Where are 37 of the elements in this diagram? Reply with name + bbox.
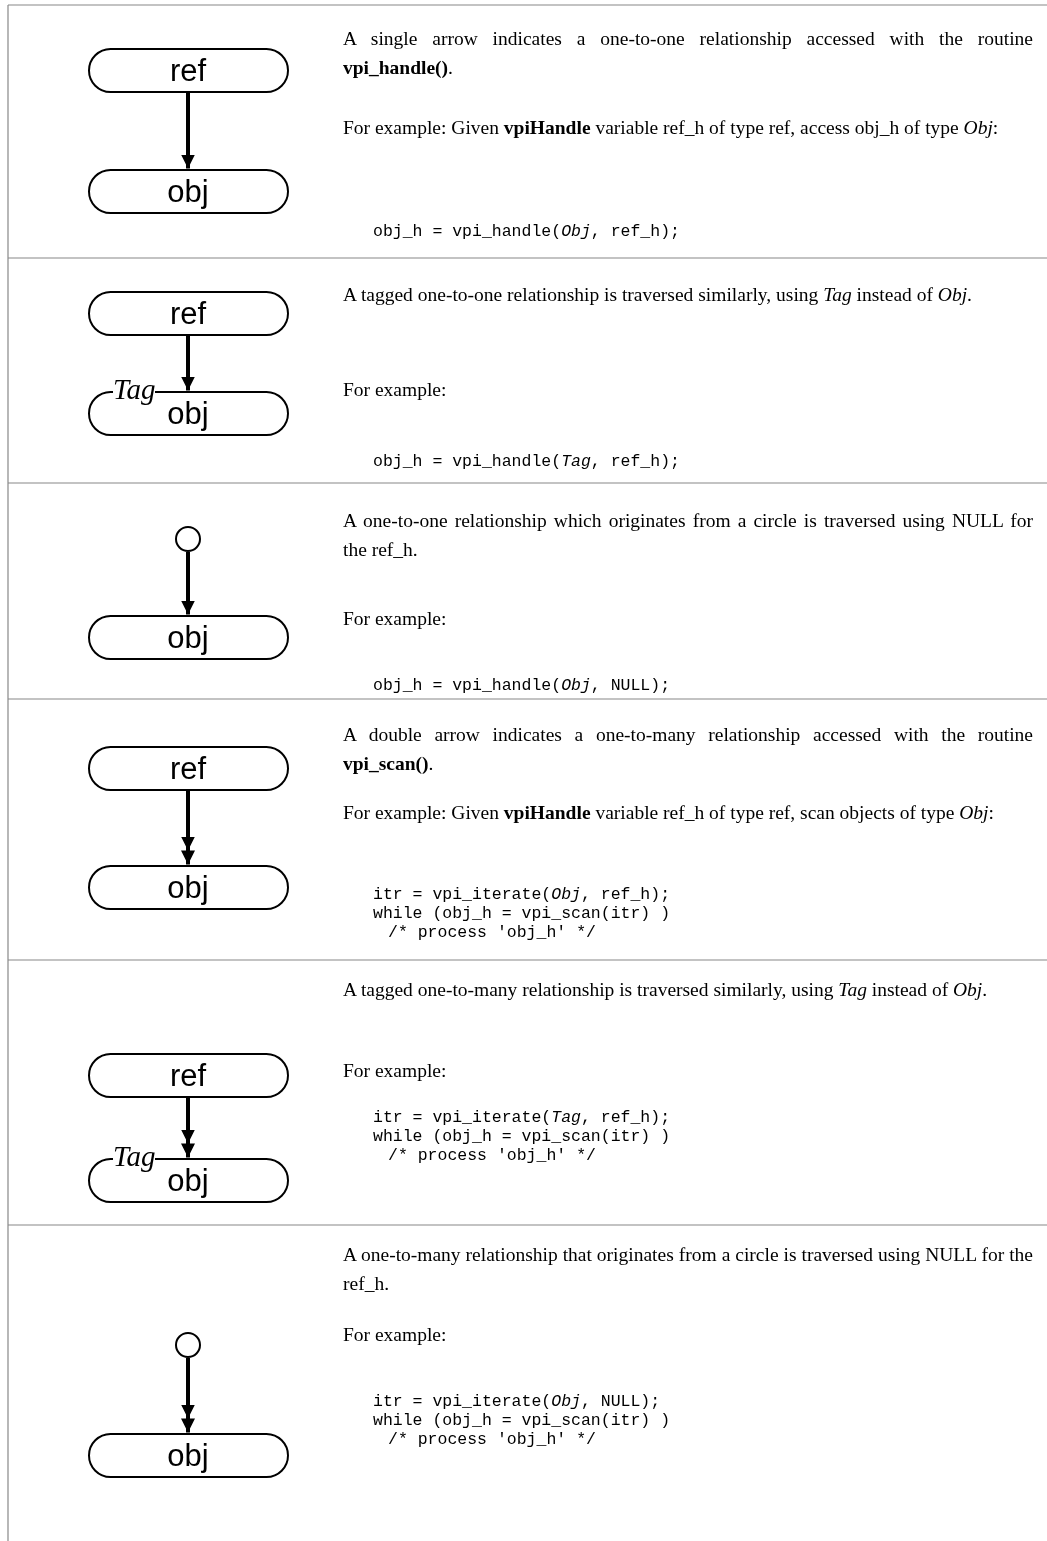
code-line: /* process 'obj_h' */ [388, 1430, 596, 1449]
code-line: itr = vpi_iterate(Tag, ref_h); [373, 1108, 671, 1127]
description-text: A tagged one-to-many relationship is traversed similarly, using Tag instead of Obj. [343, 978, 989, 1002]
object-box: ref [87, 745, 289, 791]
origin-circle [175, 526, 201, 552]
description-text: For example: [343, 1323, 448, 1347]
description-text: A one-to-many relationship that originates from a circle is traversed using NULL for the ref_h. [343, 1243, 1033, 1296]
description-text: A one-to-one relationship which originates from a circle is traversed using NULL for the ref_h. [343, 509, 1033, 562]
code-line: itr = vpi_iterate(Obj, ref_h); [373, 885, 671, 904]
object-box: obj [87, 864, 289, 910]
description-text: For example: Given vpiHandle variable ref_h of type ref, access obj_h of type Obj: [343, 116, 1000, 140]
object-box: ref [87, 1052, 289, 1098]
object-box: ref [87, 290, 289, 336]
description-text: For example: [343, 378, 448, 402]
code-line: obj_h = vpi_handle(Tag, ref_h); [373, 452, 680, 471]
code-line: obj_h = vpi_handle(Obj, NULL); [373, 676, 671, 695]
object-box: ref [87, 47, 289, 93]
code-line: while (obj_h = vpi_scan(itr) ) [373, 1411, 671, 1430]
description-text: A single arrow indicates a one-to-one relationship accessed with the routine vpi_handle(). [343, 27, 1033, 80]
description-text: A double arrow indicates a one-to-many relationship accessed with the routine vpi_scan(). [343, 723, 1033, 776]
arrow [181, 335, 195, 391]
description-text: For example: Given vpiHandle variable ref_h of type ref, scan objects of type Obj: [343, 801, 995, 825]
object-box: obj [87, 168, 289, 214]
arrow [181, 92, 195, 169]
code-line: /* process 'obj_h' */ [388, 1146, 596, 1165]
description-text: A tagged one-to-one relationship is traversed similarly, using Tag instead of Obj. [343, 283, 973, 307]
code-line: while (obj_h = vpi_scan(itr) ) [373, 904, 671, 923]
code-line: while (obj_h = vpi_scan(itr) ) [373, 1127, 671, 1146]
description-text: For example: [343, 1059, 448, 1083]
code-line: /* process 'obj_h' */ [388, 923, 596, 942]
description-text: For example: [343, 607, 448, 631]
code-line: obj_h = vpi_handle(Obj, ref_h); [373, 222, 680, 241]
arrow [181, 552, 195, 615]
origin-circle [175, 1332, 201, 1358]
code-line: itr = vpi_iterate(Obj, NULL); [373, 1392, 661, 1411]
object-box: obj [87, 1432, 289, 1478]
object-box: obj [87, 614, 289, 660]
